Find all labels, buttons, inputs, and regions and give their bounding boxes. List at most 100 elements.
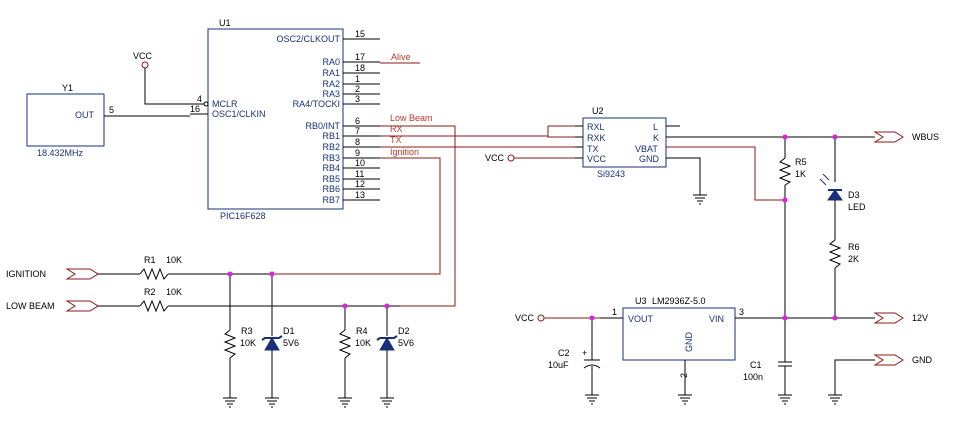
ground-icon-r3 — [222, 387, 238, 408]
r5-resistor: R5 1K — [778, 137, 807, 318]
c2-capacitor: + C2 10uF — [548, 318, 601, 385]
vcc-label-u3: VCC — [515, 313, 535, 323]
low-beam-port[interactable]: LOW BEAM — [6, 300, 99, 312]
u1-pin-number: 10 — [355, 158, 365, 168]
u1-pin-number: 13 — [355, 190, 365, 200]
gnd-port[interactable]: GND — [834, 354, 933, 385]
ground-icon-c1 — [777, 384, 793, 405]
d2-zener-icon — [379, 337, 395, 351]
ground-icon-u2 — [692, 184, 708, 205]
ground-icon-r4 — [337, 387, 353, 408]
vcc-label-u2: VCC — [485, 153, 505, 163]
u3-pin-gnd: GND — [684, 332, 694, 353]
low-beam-port-icon — [65, 300, 99, 312]
u2-pin-rxl: RXL — [587, 122, 605, 132]
r6-value: 2K — [848, 254, 859, 264]
u1-pin-name: RB0/INT — [305, 121, 340, 131]
u1-pin-name: RA3 — [322, 89, 340, 99]
wbus-port[interactable]: WBUS — [873, 131, 939, 143]
u3-pin-vin: VIN — [709, 314, 724, 324]
y1-frequency: 18.432MHz — [37, 148, 84, 158]
u2-pin-vbat: VBAT — [635, 144, 658, 154]
wbus-port-icon — [873, 131, 904, 143]
r2-ref: R2 — [144, 287, 156, 297]
u1-ref: U1 — [219, 18, 231, 28]
r1-ref: R1 — [144, 255, 156, 265]
u1-pin-num-mclr: 4 — [197, 94, 202, 104]
v12-port[interactable]: 12V — [873, 312, 928, 324]
u1-pin-number: 11 — [355, 169, 364, 179]
gnd-port-icon — [873, 354, 904, 366]
u1-pin-name: RB5 — [322, 174, 340, 184]
u1-pin-number: 6 — [355, 116, 360, 126]
u2-pin-tx: TX — [587, 144, 599, 154]
c2-polarity: + — [582, 348, 587, 358]
r3-value: 10K — [240, 338, 256, 348]
u1-pin-name: RB6 — [322, 184, 340, 194]
u1-pin-number: 17 — [355, 52, 365, 62]
r4-resistor: R4 10K — [338, 306, 371, 388]
net-low-beam: Low Beam — [390, 113, 433, 123]
c2-value: 10uF — [548, 360, 569, 370]
u2-pin-rxk: RXK — [587, 133, 606, 143]
v12-label: 12V — [912, 313, 928, 323]
net-ignition: Ignition — [390, 147, 419, 157]
y1-ref: Y1 — [62, 83, 73, 93]
u1-pin-number: 1 — [355, 74, 360, 84]
d2-value: 5V6 — [398, 338, 414, 348]
u1-pin-name: RA2 — [322, 79, 340, 89]
u1-pin-name: RB1 — [322, 131, 340, 141]
c1-capacitor: C1 100n — [743, 318, 792, 385]
wbus-label: WBUS — [912, 132, 939, 142]
u3-pin-vout: VOUT — [628, 314, 654, 324]
c2-polarized-plate — [583, 364, 601, 369]
u1-pin-number: 15 — [355, 29, 365, 39]
vcc-terminal-u3-icon — [537, 314, 545, 322]
y1-body — [26, 93, 105, 147]
r3-resistor: R3 10K — [223, 274, 256, 388]
u2-body — [582, 117, 667, 168]
r1-value: 10K — [166, 255, 182, 265]
u1-pin-name: RA1 — [322, 68, 340, 78]
d2-zener: D2 5V6 — [376, 306, 414, 388]
u1-pin-number: 9 — [355, 148, 360, 158]
c2-ref: C2 — [558, 348, 570, 358]
y1-pin-num: 5 — [109, 105, 114, 115]
u3-part: LM2936Z-5.0 — [652, 296, 706, 306]
r5-value: 1K — [795, 169, 806, 179]
c1-ref: C1 — [750, 360, 762, 370]
mclr-vcc-net: VCC — [133, 51, 190, 105]
ground-icon-d1 — [264, 387, 280, 408]
v12-port-icon — [873, 312, 904, 324]
net-rx: RX — [390, 124, 403, 134]
u1-pin-name: RB3 — [322, 153, 340, 163]
low-beam-label: LOW BEAM — [6, 301, 55, 311]
u3-ref: U3 — [635, 296, 647, 306]
r3-ref: R3 — [241, 326, 253, 336]
d3-led-branch: D3 LED R6 2K — [819, 137, 866, 318]
junctions — [227, 134, 838, 321]
u3-pin-num-vin: 3 — [739, 307, 744, 317]
c1-value: 100n — [743, 372, 763, 382]
u2-pin-vcc: VCC — [587, 154, 607, 164]
u2-pin-l: L — [653, 122, 658, 132]
u1-pin-name: RB7 — [322, 195, 340, 205]
u3-regulator: U3 LM2936Z-5.0 VOUT VIN GND 1 3 2 — [600, 296, 750, 385]
u2-pin-k: K — [653, 133, 659, 143]
vcc-terminal-u2-icon — [507, 154, 515, 162]
mclr-inversion-bubble — [203, 101, 209, 107]
ground-icon-c2 — [584, 384, 600, 405]
u2-line-transceiver: U2 Si9243 RXL RXK TX VCC L K VBAT GND — [575, 106, 667, 179]
ignition-port[interactable]: IGNITION — [6, 268, 99, 280]
d3-ref: D3 — [848, 190, 860, 200]
u2-part: Si9243 — [597, 169, 625, 179]
d1-zener-icon — [264, 337, 280, 351]
u1-pin-name: OSC2/CLKOUT — [276, 34, 340, 44]
vcc-label-mclr: VCC — [133, 51, 153, 61]
d1-value: 5V6 — [283, 338, 299, 348]
y1-oscillator: Y1 OUT 18.432MHz 5 — [26, 83, 190, 158]
vcc-terminal-icon — [141, 61, 149, 69]
u1-pin-name: RA4/TOCKI — [293, 99, 340, 109]
